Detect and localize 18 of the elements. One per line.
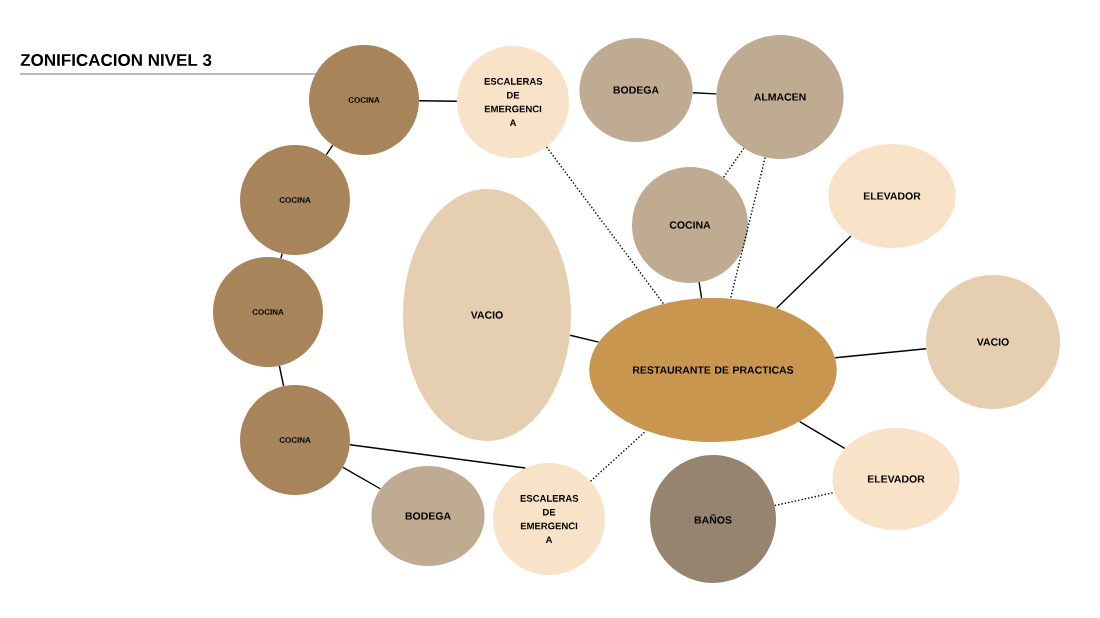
connector — [798, 420, 846, 450]
dotted-connector — [774, 491, 836, 507]
dotted-connector — [545, 146, 665, 305]
connector — [278, 365, 285, 387]
connector — [280, 252, 283, 260]
connector — [418, 100, 458, 102]
connector — [698, 281, 703, 299]
connector — [834, 348, 927, 359]
connector — [349, 444, 526, 469]
connector — [342, 466, 382, 490]
dotted-connector — [589, 430, 647, 482]
connector — [569, 334, 600, 343]
connector — [325, 144, 334, 156]
dotted-connector — [722, 147, 745, 179]
connector — [692, 92, 717, 95]
title: ZONIFICACION NIVEL 3 — [20, 53, 212, 67]
dotted-connector — [729, 156, 766, 300]
connector — [776, 235, 852, 309]
